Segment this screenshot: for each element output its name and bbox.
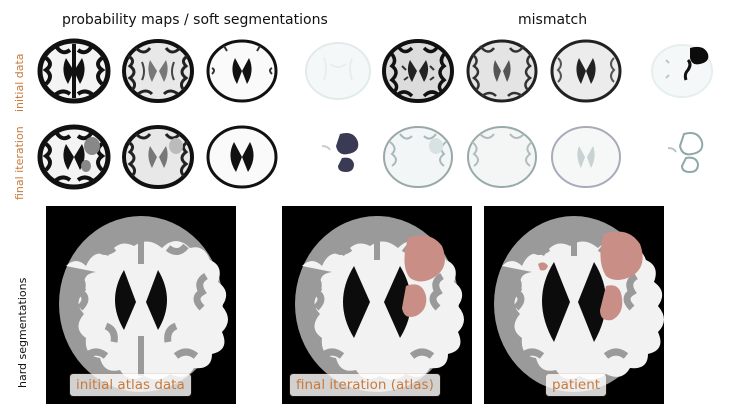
mismatch-wm-initial [382, 39, 454, 103]
mismatch-tumor-initial [651, 44, 713, 98]
side-label-hard-segmentations: hard segmentations [16, 277, 29, 388]
probability-maps-header: probability maps / soft segmentations [62, 12, 328, 28]
mismatch-wm-final [383, 126, 453, 188]
caption-initial-atlas: initial atlas data [70, 374, 191, 396]
mismatch-csf-initial [550, 39, 622, 103]
prob-map-gm-final [122, 125, 194, 189]
mismatch-gm-final [467, 126, 537, 188]
prob-map-wm-initial [37, 38, 111, 104]
prob-map-wm-final [37, 124, 111, 190]
caption-final-iteration-atlas: final iteration (atlas) [290, 374, 440, 396]
prob-map-csf-final [206, 125, 278, 189]
mismatch-header: mismatch [518, 12, 588, 28]
prob-map-tumor-final [321, 133, 359, 172]
hard-seg-atlas-final [282, 206, 472, 404]
mismatch-gm-initial [466, 39, 538, 103]
mismatch-tumor-final [667, 132, 704, 174]
row-label-final: final iteration [13, 126, 26, 200]
hard-seg-patient [484, 206, 664, 404]
prob-map-tumor-initial [305, 42, 371, 100]
hard-seg-atlas-initial [46, 206, 236, 404]
caption-patient: patient [546, 374, 607, 396]
mismatch-csf-final [551, 126, 621, 188]
row-label-initial: initial data [13, 53, 26, 112]
prob-map-gm-initial [122, 39, 194, 103]
prob-map-csf-initial [206, 39, 278, 103]
